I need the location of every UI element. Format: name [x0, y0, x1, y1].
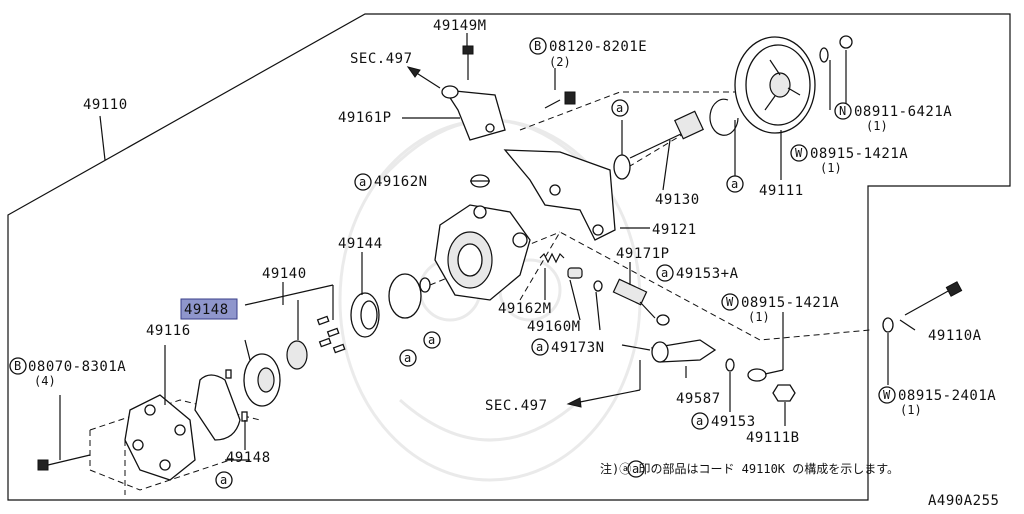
- washer-08915-2401A: [882, 317, 894, 333]
- label-49110: 49110: [83, 97, 128, 113]
- label-08915-2401A: 08915-2401A: [898, 388, 996, 404]
- highlight-49148: [180, 298, 238, 320]
- rotor: [286, 340, 308, 370]
- washer-08915-b: [747, 368, 767, 382]
- arrow-sec497-top: [406, 66, 441, 89]
- nut-08911: [839, 35, 853, 49]
- bracket-49587: [650, 339, 717, 363]
- bracket-49121: [503, 149, 616, 241]
- label-49111: 49111: [759, 183, 804, 199]
- label-49130: 49130: [655, 192, 700, 208]
- spring-49162M: [539, 252, 565, 264]
- svg-text:W: W: [726, 295, 734, 309]
- bolt-49110A: [904, 281, 963, 316]
- svg-text:B: B: [534, 39, 541, 53]
- label-49121: 49121: [652, 222, 697, 238]
- svg-text:N: N: [839, 104, 846, 118]
- oring-large: [388, 273, 422, 319]
- label-49587: 49587: [676, 391, 721, 407]
- bracket-hole: [549, 184, 561, 196]
- pin-49148-bottom: [241, 411, 248, 422]
- svg-text:a: a: [428, 333, 435, 347]
- gasket: [194, 374, 241, 441]
- part-labels: 49149M SEC.497 08120-8201E (2) 49110 491…: [28, 18, 999, 509]
- label-49160M: 49160M: [527, 319, 581, 335]
- cam-ring-49144: [350, 292, 380, 338]
- rear-cover-49116: [124, 394, 196, 481]
- label-49162M: 49162M: [498, 301, 552, 317]
- svg-text:a: a: [661, 266, 668, 280]
- bracket-hole: [592, 224, 604, 236]
- label-08915-1421A-mid: 08915-1421A: [741, 295, 839, 311]
- svg-text:a: a: [220, 473, 227, 487]
- label-08911-qty: (1): [866, 119, 888, 133]
- oring-49153: [656, 314, 670, 326]
- label-08120-8201E: 08120-8201E: [549, 39, 647, 55]
- label-08915b-qty: (1): [748, 310, 770, 324]
- label-49110A: 49110A: [928, 328, 982, 344]
- label-49148-top: 49148: [184, 302, 229, 318]
- nut-49111B: [772, 384, 796, 402]
- oring-49153-b: [725, 358, 735, 372]
- svg-text:W: W: [883, 388, 891, 402]
- snap-ring: [709, 98, 739, 136]
- label-08070-8301A: 08070-8301A: [28, 359, 126, 375]
- oring-49173N: [593, 280, 603, 292]
- label-49153: 49153: [711, 414, 756, 430]
- label-49140: 49140: [262, 266, 307, 282]
- pin-49148-top: [225, 369, 232, 379]
- label-49153A: 49153+A: [676, 266, 739, 282]
- svg-text:B: B: [14, 359, 21, 373]
- label-49173N: 49173N: [551, 340, 605, 356]
- label-49144: 49144: [338, 236, 383, 252]
- oring-small: [419, 277, 431, 293]
- side-plate: [243, 353, 281, 407]
- label-49148-bottom: 49148: [226, 450, 271, 466]
- svg-text:W: W: [795, 146, 803, 160]
- label-sec497-bottom: SEC.497: [485, 398, 548, 414]
- label-08911-6421A: 08911-6421A: [854, 104, 952, 120]
- label-sec497-top: SEC.497: [350, 51, 413, 67]
- washer-08915: [819, 47, 829, 63]
- footnote: 注)ⓐ 印の部品はコード 49110K の構成を示します。: [600, 461, 899, 476]
- svg-text:a: a: [632, 462, 639, 476]
- label-49171P: 49171P: [616, 246, 670, 262]
- prefix-circles: B N W W B W: [9, 37, 896, 404]
- leader-lines: [59, 33, 916, 461]
- vanes: [316, 315, 346, 354]
- union-fitting-49161P: [441, 85, 506, 141]
- svg-text:a: a: [731, 177, 738, 191]
- diagram-code: A490A255: [928, 493, 999, 509]
- pulley-49111: [734, 36, 816, 134]
- label-49116: 49116: [146, 323, 191, 339]
- valve-49160M: [567, 267, 583, 279]
- svg-text:a: a: [536, 340, 543, 354]
- label-49111B: 49111B: [746, 430, 800, 446]
- pump-body: [434, 204, 531, 301]
- label-08915-1421A-top: 08915-1421A: [810, 146, 908, 162]
- bolt-08070-8301A: [37, 454, 91, 471]
- arrow-sec497-bottom: [566, 360, 641, 408]
- svg-text:a: a: [616, 101, 623, 115]
- svg-text:a: a: [696, 414, 703, 428]
- circle-a-markers: a a a a a a a a a a: [215, 99, 744, 489]
- label-08915c-qty: (1): [900, 403, 922, 417]
- label-08915a-qty: (1): [820, 161, 842, 175]
- label-08070-qty: (4): [34, 374, 56, 388]
- shaft-49130: [613, 110, 704, 180]
- bolt-08120-8201E: [544, 91, 576, 109]
- bolt-49149M: [462, 45, 474, 80]
- leader-49110: [99, 115, 106, 161]
- label-49149M: 49149M: [433, 18, 487, 34]
- svg-text:a: a: [404, 351, 411, 365]
- connector-49171P: [612, 278, 656, 319]
- assembly-boundary: [7, 13, 1011, 501]
- label-49162N: 49162N: [374, 174, 428, 190]
- svg-text:a: a: [359, 175, 366, 189]
- label-49161P: 49161P: [338, 110, 392, 126]
- label-08120-qty: (2): [549, 55, 571, 69]
